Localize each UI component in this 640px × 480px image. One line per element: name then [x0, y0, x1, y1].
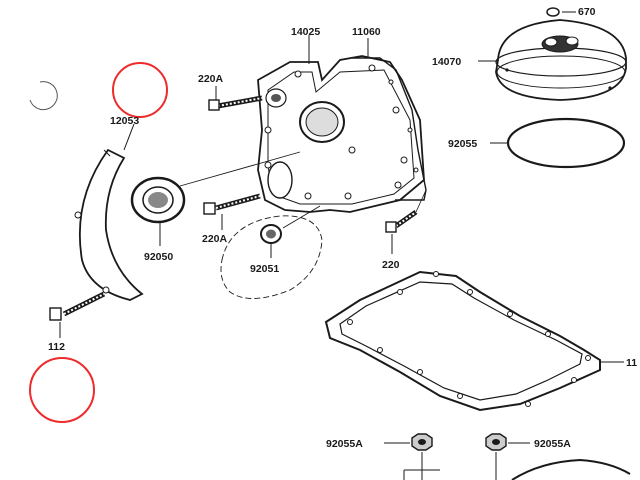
part-oil-pan-gasket [324, 270, 624, 412]
part-14025-cover-plate [257, 35, 425, 213]
part-92055A-nut-left [384, 433, 440, 480]
part-220A-bolt-top [208, 86, 263, 111]
label-92051: 92051 [250, 263, 279, 275]
label-92055A-left: 92055A [326, 438, 363, 450]
label-112: 112 [48, 341, 65, 353]
label-92055A-right: 92055A [534, 438, 571, 450]
part-670-ring [546, 7, 576, 17]
part-220-bolt-right [385, 189, 427, 254]
label-220A-top: 220A [198, 73, 224, 85]
part-14070-cover [478, 19, 627, 101]
part-92050-oil-seal [130, 151, 301, 246]
label-220A-mid: 220A [202, 233, 228, 245]
label-12053: 12053 [110, 115, 139, 127]
label-14070: 14070 [432, 56, 461, 68]
part-92055A-nut-right [485, 433, 631, 480]
part-11060-gasket [352, 38, 427, 201]
part-220A-bolt-mid [203, 193, 261, 230]
label-670: 670 [578, 6, 596, 18]
label-220: 220 [382, 259, 400, 271]
red-highlight-circle-top [112, 62, 168, 118]
part-112-bolt [49, 291, 106, 338]
part-92051-small-seal [220, 205, 323, 299]
part-12053-chain-guide [74, 123, 144, 301]
label-11-partial: 11 [626, 357, 637, 369]
label-92050: 92050 [144, 251, 173, 263]
label-14025: 14025 [291, 26, 320, 38]
partial-circle-mark [29, 81, 58, 111]
part-92055-o-ring [490, 117, 626, 169]
label-92055: 92055 [448, 138, 477, 150]
label-11060: 11060 [352, 26, 381, 38]
red-highlight-circle-bottom [29, 357, 95, 423]
